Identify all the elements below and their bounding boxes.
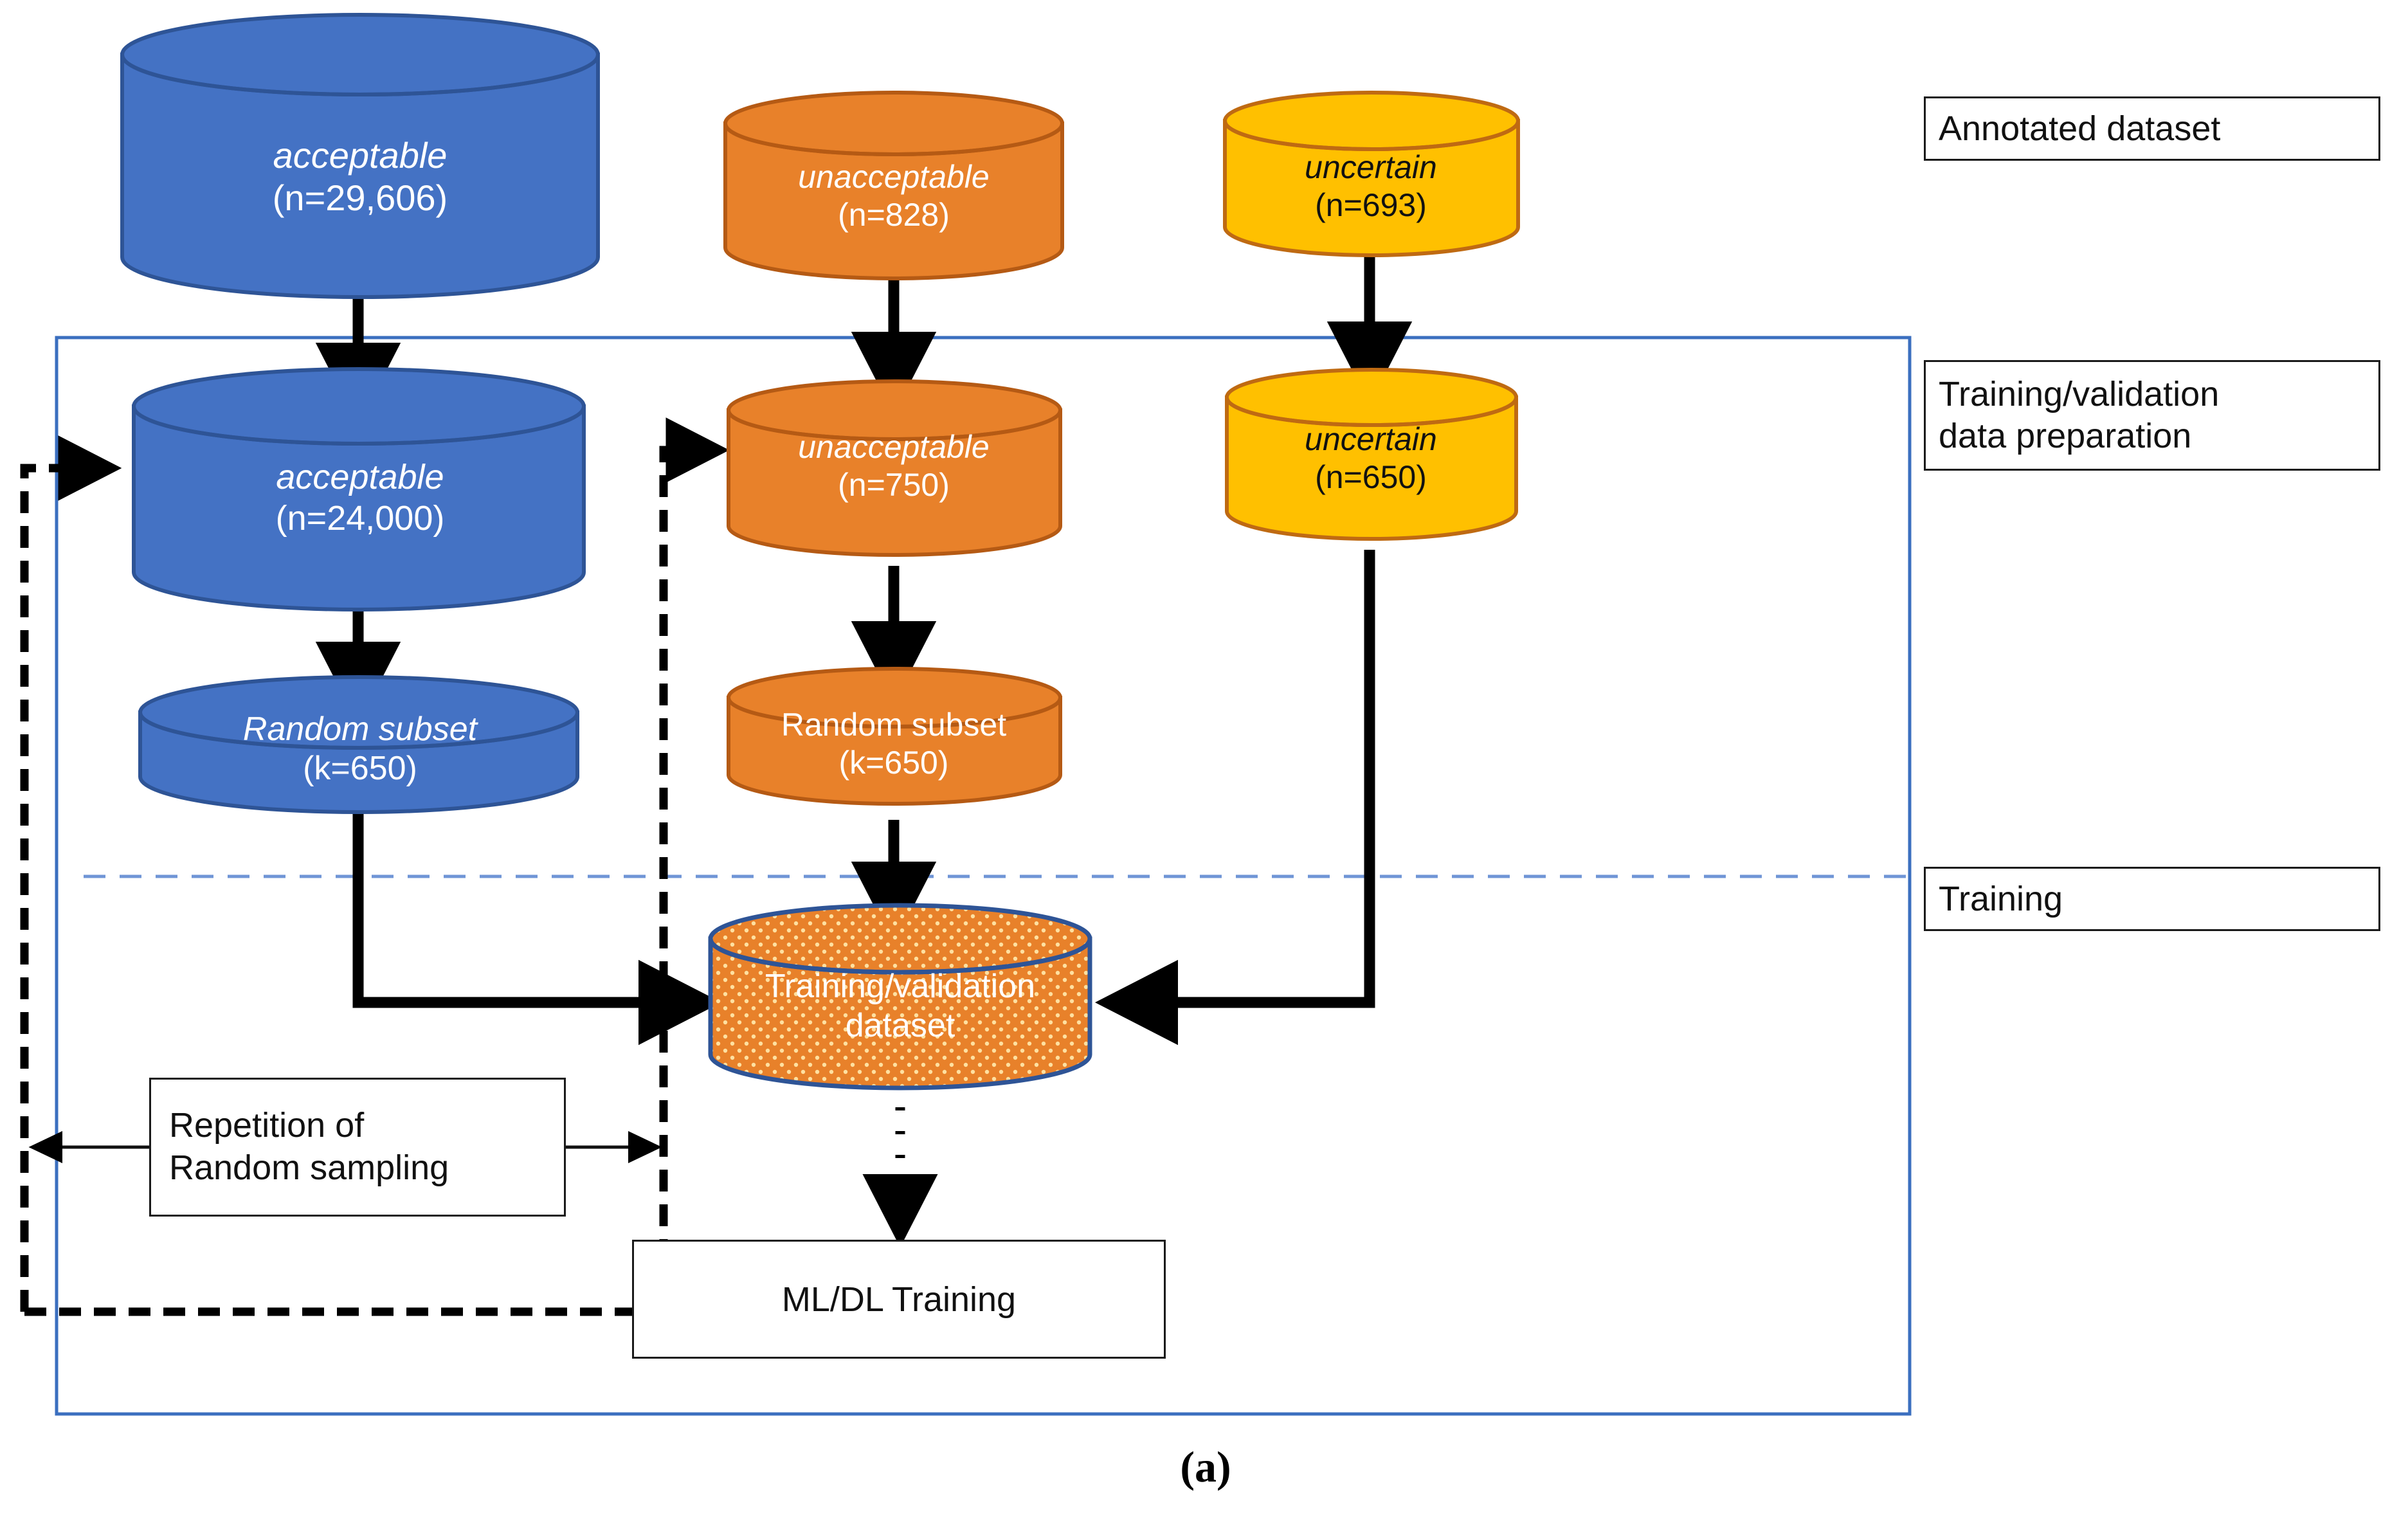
repetition-line1: Repetition of [169,1106,365,1145]
figure-caption: (a) [1093,1442,1318,1492]
pipeline-frame [55,336,1912,1416]
feedback-loop-unacceptable [659,417,730,1296]
ml-dl-training-label: ML/DL Training [781,1280,1017,1319]
cylinder-uncertain-prepared [1225,368,1518,541]
cylinder-unacceptable-source [723,91,1064,280]
cylinder-acceptable-source [120,13,600,299]
feedback-loop-acceptable [20,435,122,1312]
cylinder-uncertain-source [1223,91,1520,257]
repetition-line2: Random sampling [169,1148,449,1187]
legend-annotated-dataset: Annotated dataset [1924,96,2380,161]
legend-annotated-dataset-label: Annotated dataset [1939,109,2221,148]
cylinder-acceptable-prepared [132,367,586,611]
legend-training-label: Training [1939,879,2063,918]
cylinder-unacceptable-subset [727,667,1062,806]
arrow-acceptable-subset-to-dataset [352,812,722,1046]
figure-caption-text: (a) [1180,1442,1231,1491]
cylinder-acceptable-subset [138,675,579,814]
ml-dl-training-box[interactable]: ML/DL Training [632,1240,1166,1359]
legend-data-preparation: Training/validation data preparation [1924,360,2380,471]
repetition-box[interactable]: Repetition of Random sampling [149,1078,566,1217]
legend-data-preparation-line1: Training/validation [1939,375,2220,414]
cylinder-training-validation-dataset [708,903,1092,1091]
legend-data-preparation-line2: data preparation [1939,417,2192,455]
legend-training: Training [1924,867,2380,931]
cylinder-unacceptable-prepared [727,379,1062,557]
arrow-uncertain-to-dataset [1094,550,1375,1046]
